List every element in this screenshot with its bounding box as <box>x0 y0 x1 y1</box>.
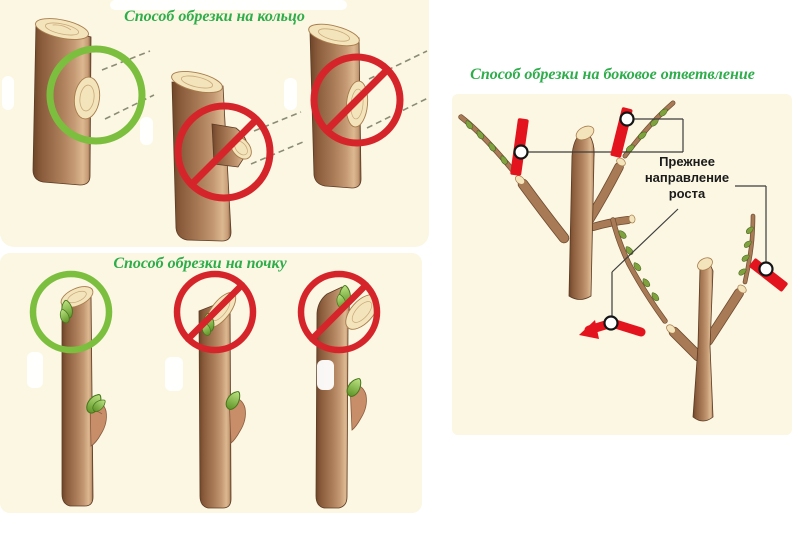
prohibition-icon <box>297 270 381 354</box>
growth-label-line: роста <box>668 186 706 201</box>
erased-patch <box>284 78 297 110</box>
prohibition-icon <box>310 53 404 147</box>
prohibition-icon <box>174 102 274 202</box>
trunk-wrong-stub-left <box>171 71 304 242</box>
growth-direction-label: Прежнее направление роста <box>637 154 737 202</box>
cut-guide-dashed-line <box>104 94 155 120</box>
branch-buds <box>616 224 755 303</box>
twig-wrong-long-stub <box>173 270 257 509</box>
erased-patch <box>2 76 14 110</box>
side-branch-method-title: Способ обрезки на боковое ответвление <box>470 66 755 83</box>
erased-patch <box>110 0 347 10</box>
callout-lines <box>528 118 767 316</box>
callout-markers <box>513 111 774 331</box>
cut-guide-dashed-line <box>250 141 304 165</box>
panel-ring-method <box>0 0 429 247</box>
tree-b <box>610 213 756 422</box>
correct-ring-icon <box>29 270 113 354</box>
growth-label-line: Прежнее <box>659 154 715 169</box>
panel-bud-method <box>0 253 422 513</box>
prohibition-icon <box>173 270 257 354</box>
ring-method-title: Способ обрезки на кольцо <box>124 8 305 25</box>
cut-mark-arrowhead <box>579 320 599 339</box>
side-branch-illustration <box>458 100 788 422</box>
bud-method-title: Способ обрезки на почку <box>113 255 287 272</box>
panel-side-branch-method: Прежнее направление роста <box>452 94 792 435</box>
bud-method-illustration <box>29 270 381 509</box>
erased-patch <box>27 352 43 388</box>
twig-correct-cut <box>29 270 113 507</box>
erased-patch <box>165 357 183 391</box>
erased-patch <box>317 360 334 390</box>
trunk-correct-flush-cut <box>32 18 155 186</box>
cut-guide-dashed-line <box>253 111 302 132</box>
trunk-wrong-flush <box>308 23 429 189</box>
correct-ring-icon <box>46 45 146 145</box>
erased-patch <box>140 117 153 145</box>
ring-method-illustration <box>32 18 429 242</box>
flush-cut-face <box>73 76 101 120</box>
growth-label-line: направление <box>644 170 730 185</box>
tree-a <box>458 100 676 300</box>
twig-wrong-angle-cut <box>297 270 381 509</box>
